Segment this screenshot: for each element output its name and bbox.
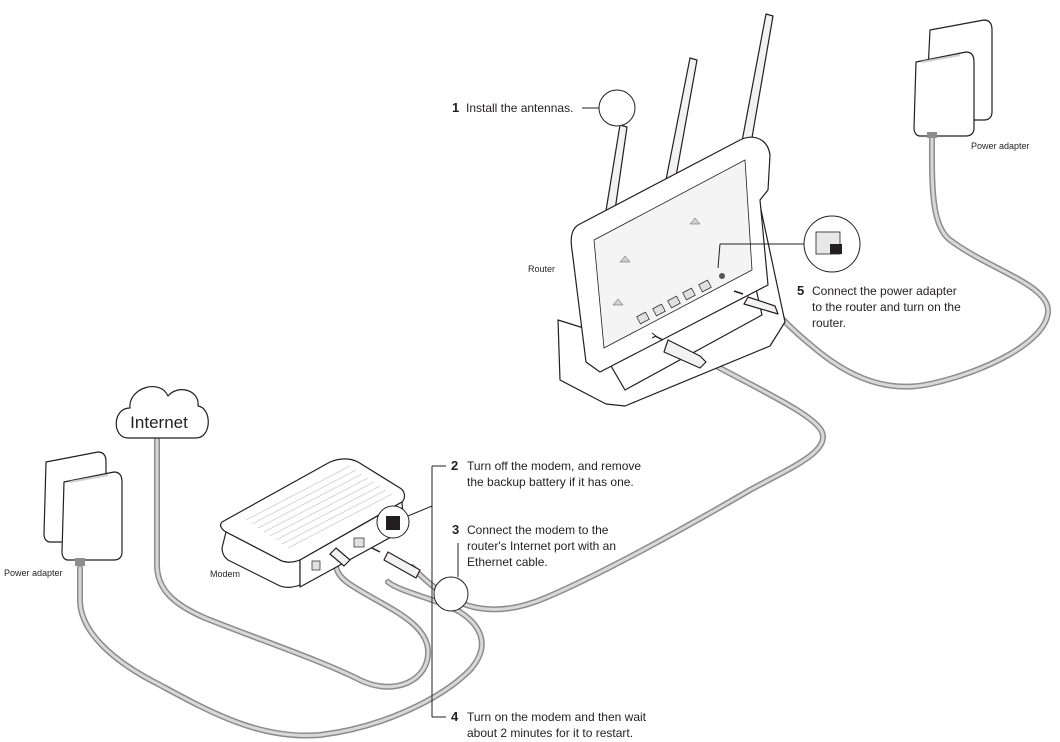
step-2: 2 Turn off the modem, and remove the bac…	[451, 458, 641, 489]
internet-label: Internet	[130, 413, 188, 432]
router-ports	[636, 273, 725, 325]
step-text-line: about 2 minutes for it to restart.	[467, 726, 633, 740]
ethernet-plug-icon	[651, 332, 707, 369]
step-text-line: Connect the power adapter	[812, 284, 957, 298]
power-adapter-label-left: Power adapter	[4, 568, 63, 578]
step-text-line: to the router and turn on the	[812, 300, 961, 314]
router-face	[593, 159, 753, 349]
modem-illustration	[220, 458, 421, 588]
cloud-icon: Internet	[115, 386, 209, 439]
step-text-line: Ethernet cable.	[467, 555, 548, 569]
step-4: 4 Turn on the modem and then wait about …	[451, 709, 647, 740]
step-number: 3	[452, 522, 459, 537]
antenna-right	[739, 13, 774, 156]
power-adapter-illustration-left	[43, 451, 123, 566]
step-text-line: Connect the modem to the	[467, 523, 609, 537]
step-number: 1	[452, 100, 459, 115]
step-number: 4	[451, 709, 459, 724]
step-1: 1 Install the antennas.	[452, 100, 573, 115]
power-jack-callout	[717, 215, 861, 273]
step-text-line: Turn off the modem, and remove	[467, 459, 641, 473]
step-5: 5 Connect the power adapter to the route…	[797, 283, 961, 330]
ethernet-cable-callout	[433, 576, 469, 612]
leader-lines	[407, 465, 459, 718]
step-text-line: router's Internet port with an	[467, 539, 616, 553]
step-text-line: Install the antennas.	[466, 101, 573, 115]
power-adapter-label-right: Power adapter	[971, 141, 1030, 151]
router-label: Router	[528, 264, 555, 274]
cables	[77, 125, 1051, 739]
step-text-line: router.	[812, 316, 846, 330]
modem-front	[221, 531, 301, 588]
modem-power-cable	[77, 565, 485, 739]
antenna-callout	[582, 89, 636, 127]
power-adapter-illustration-right	[913, 19, 993, 138]
step-text-line: Turn on the modem and then wait	[467, 710, 647, 724]
power-plug-icon	[733, 290, 779, 315]
step-3: 3 Connect the modem to the router's Inte…	[452, 522, 616, 569]
modem-label: Modem	[210, 569, 240, 579]
router-illustration	[557, 13, 786, 407]
step-number: 2	[451, 458, 458, 473]
step-text-line: the backup battery if it has one.	[467, 475, 634, 489]
step-number: 5	[797, 283, 804, 298]
